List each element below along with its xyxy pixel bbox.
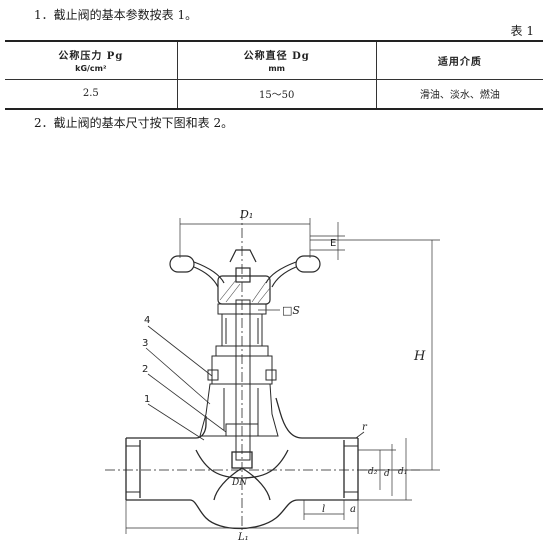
leader-lines — [145, 325, 365, 441]
cell-diameter: 15～50 — [177, 79, 377, 110]
label-l: l — [322, 504, 325, 515]
part-label-2: 2 — [142, 364, 148, 375]
label-a: a — [350, 504, 356, 515]
stem-assembly — [207, 299, 277, 461]
centerlines — [105, 210, 420, 530]
cell-medium: 滑油、淡水、燃油 — [376, 79, 543, 110]
label-s: □S — [282, 304, 300, 317]
cell-pressure: 2.5 — [5, 79, 178, 110]
handwheel — [169, 249, 321, 305]
bonnet — [199, 383, 279, 437]
dimension-lines — [125, 218, 440, 534]
part-label-1: 1 — [144, 394, 150, 405]
label-d: d — [384, 469, 390, 479]
table-header-row: 公称压力 Pg kG/cm² 公称直径 Dg mm 适用介质 — [5, 40, 543, 80]
label-d2: d₂ — [368, 467, 378, 477]
header-nominal-diameter: 公称直径 Dg mm — [177, 40, 377, 80]
label-dn: DN — [231, 478, 248, 488]
table-row: 2.5 15～50 滑油、淡水、燃油 — [5, 79, 543, 110]
end-ports — [126, 445, 358, 493]
part-label-4: 4 — [144, 315, 150, 326]
hub-hatching — [219, 279, 271, 304]
parameter-table: 公称压力 Pg kG/cm² 公称直径 Dg mm 适用介质 2.5 15～50… — [5, 40, 543, 110]
label-h: H — [413, 349, 426, 364]
label-r: r — [362, 422, 368, 433]
intro-line: 1．截止阀的基本参数按表 1。 — [34, 8, 198, 22]
part-label-3: 3 — [142, 338, 148, 349]
valve-body — [125, 397, 359, 530]
label-d1: D₁ — [239, 208, 253, 221]
table-label: 表 1 — [510, 24, 534, 38]
dimensions-line: 2．截止阀的基本尺寸按下图和表 2。 — [34, 116, 234, 130]
label-d1b: d₁ — [398, 467, 407, 477]
header-nominal-pressure: 公称压力 Pg kG/cm² — [5, 40, 178, 80]
header-medium: 适用介质 — [376, 40, 543, 80]
label-l1: L₁ — [237, 532, 249, 543]
label-e: E — [330, 238, 336, 249]
